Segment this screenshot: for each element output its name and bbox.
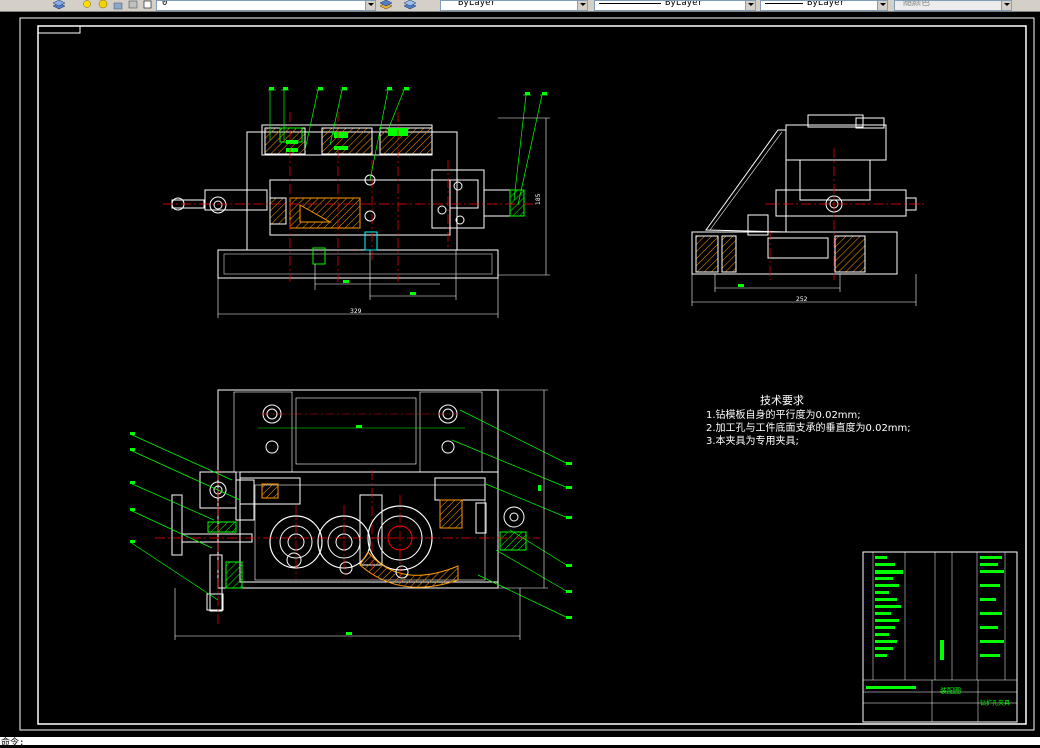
title-block-school: 装配图 (940, 686, 961, 695)
layer-color-icon (143, 0, 152, 9)
chevron-down-icon[interactable] (365, 1, 375, 10)
front-width-dim: 329 (350, 308, 362, 315)
lineweight-preview (765, 3, 803, 4)
tech-req-title: 技术要求 (760, 394, 804, 407)
plotstyle-value: 随颜色 (903, 0, 931, 8)
top-view (129, 389, 572, 640)
title-block-drawing-name: 钻扩孔夹具 (980, 699, 1010, 707)
chevron-down-icon (1001, 1, 1011, 10)
layer-value: 0 (162, 0, 168, 8)
layer-dropdown[interactable]: 0 (156, 0, 376, 11)
front-height-dim: 185 (535, 193, 542, 205)
make-layer-current-icon[interactable] (379, 0, 393, 10)
layer-previous-icon[interactable] (403, 0, 417, 10)
properties-toolbar: 0 ByLayer ByLayer ByLayer 随颜色 (0, 0, 1040, 12)
lineweight-dropdown[interactable]: ByLayer (760, 0, 888, 11)
outer-frame (19, 17, 1035, 731)
lock-icon[interactable] (111, 0, 125, 10)
front-view: 329 185 (163, 87, 550, 318)
title-block: 装配图 钻扩孔夹具 (862, 551, 1018, 723)
command-prompt: 命令: (1, 738, 25, 748)
linetype-value: ByLayer (665, 0, 703, 8)
lineweight-value: ByLayer (807, 0, 845, 8)
technical-requirements: 技术要求 1.钻模板自身的平行度为0.02mm; 2.加工孔与工件底面支承的垂直… (706, 394, 911, 447)
side-width-dim: 252 (796, 296, 808, 303)
side-view: 252 (691, 114, 925, 306)
tech-req-item: 2.加工孔与工件底面支承的垂直度为0.02mm; (706, 421, 911, 434)
sun-icon[interactable] (96, 0, 110, 10)
inner-frame (37, 25, 1027, 725)
corner-mark (37, 25, 81, 34)
tech-req-item: 3.本夹具为专用夹具; (706, 434, 799, 447)
chevron-down-icon[interactable] (877, 1, 887, 10)
color-value: ByLayer (458, 0, 496, 8)
color-dropdown[interactable]: ByLayer (440, 0, 588, 11)
linetype-preview (599, 3, 661, 4)
chevron-down-icon[interactable] (745, 1, 755, 10)
chevron-down-icon[interactable] (577, 1, 587, 10)
plotstyle-dropdown: 随颜色 (894, 0, 1012, 11)
layers-icon[interactable] (52, 0, 66, 10)
color-swatch-icon[interactable] (126, 0, 140, 10)
command-line[interactable]: 命令: (0, 737, 1040, 748)
linetype-dropdown[interactable]: ByLayer (594, 0, 756, 11)
drawing-canvas[interactable]: 329 185 252 (0, 12, 1040, 737)
tech-req-item: 1.钻模板自身的平行度为0.02mm; (706, 408, 861, 421)
light-bulb-icon[interactable] (80, 0, 94, 10)
